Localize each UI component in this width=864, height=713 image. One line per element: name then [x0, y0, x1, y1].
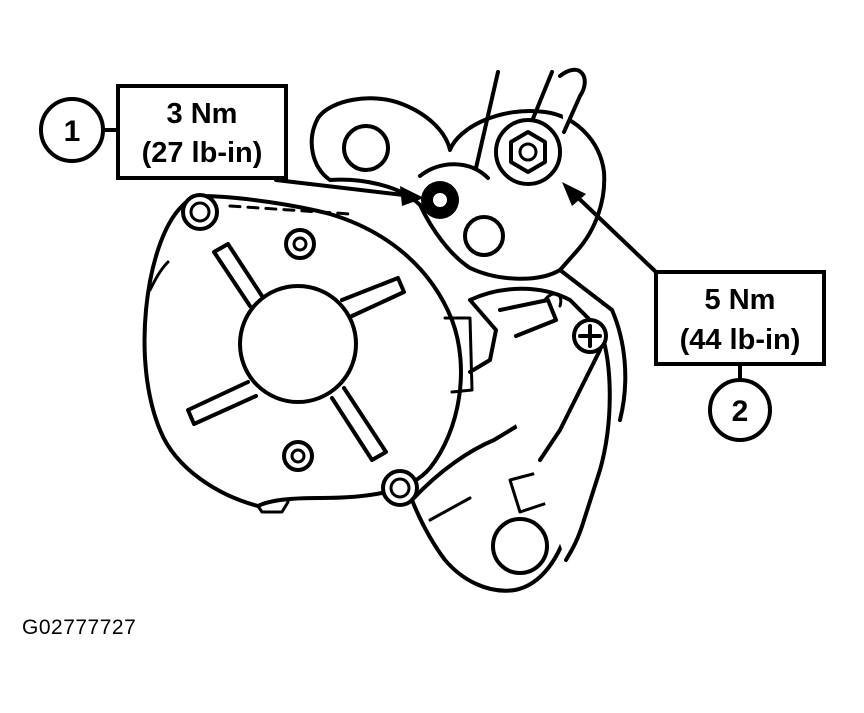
- callout-2-number-circle: [708, 378, 772, 442]
- callout-2-arrowhead: [562, 182, 586, 206]
- lower-bracket-bolt-hole: [491, 517, 549, 575]
- upper-flange-bolt-hole: [342, 124, 390, 172]
- callout-2-torque-nm: 5 Nm: [705, 284, 776, 316]
- callout-2-number: 2: [732, 395, 749, 428]
- solenoid-side: [468, 268, 628, 562]
- callout-1: 3 Nm (27 lb-in) 1: [39, 84, 288, 180]
- callout-1-torque-box: [116, 84, 288, 180]
- callout-1-torque-nm: 3 Nm: [167, 98, 238, 130]
- battery-cable: [474, 67, 587, 186]
- center-hub: [238, 284, 358, 404]
- callout-2-torque-box: [654, 270, 826, 366]
- callout-1-torque-imperial: (27 lb-in): [142, 137, 263, 169]
- flange-bolt: [463, 215, 505, 257]
- plus-icon: [578, 324, 602, 348]
- callout-1-number-circle: [39, 97, 105, 163]
- callout-2: 5 Nm (44 lb-in) 2: [654, 270, 826, 442]
- figure-id: G02777727: [22, 616, 137, 639]
- end-cover-hub: [186, 242, 406, 462]
- callout-2-torque-imperial: (44 lb-in): [680, 324, 801, 356]
- callout-1-arrowhead: [400, 186, 424, 206]
- callout-1-number: 1: [64, 115, 81, 148]
- s-terminal-nut: [418, 162, 490, 219]
